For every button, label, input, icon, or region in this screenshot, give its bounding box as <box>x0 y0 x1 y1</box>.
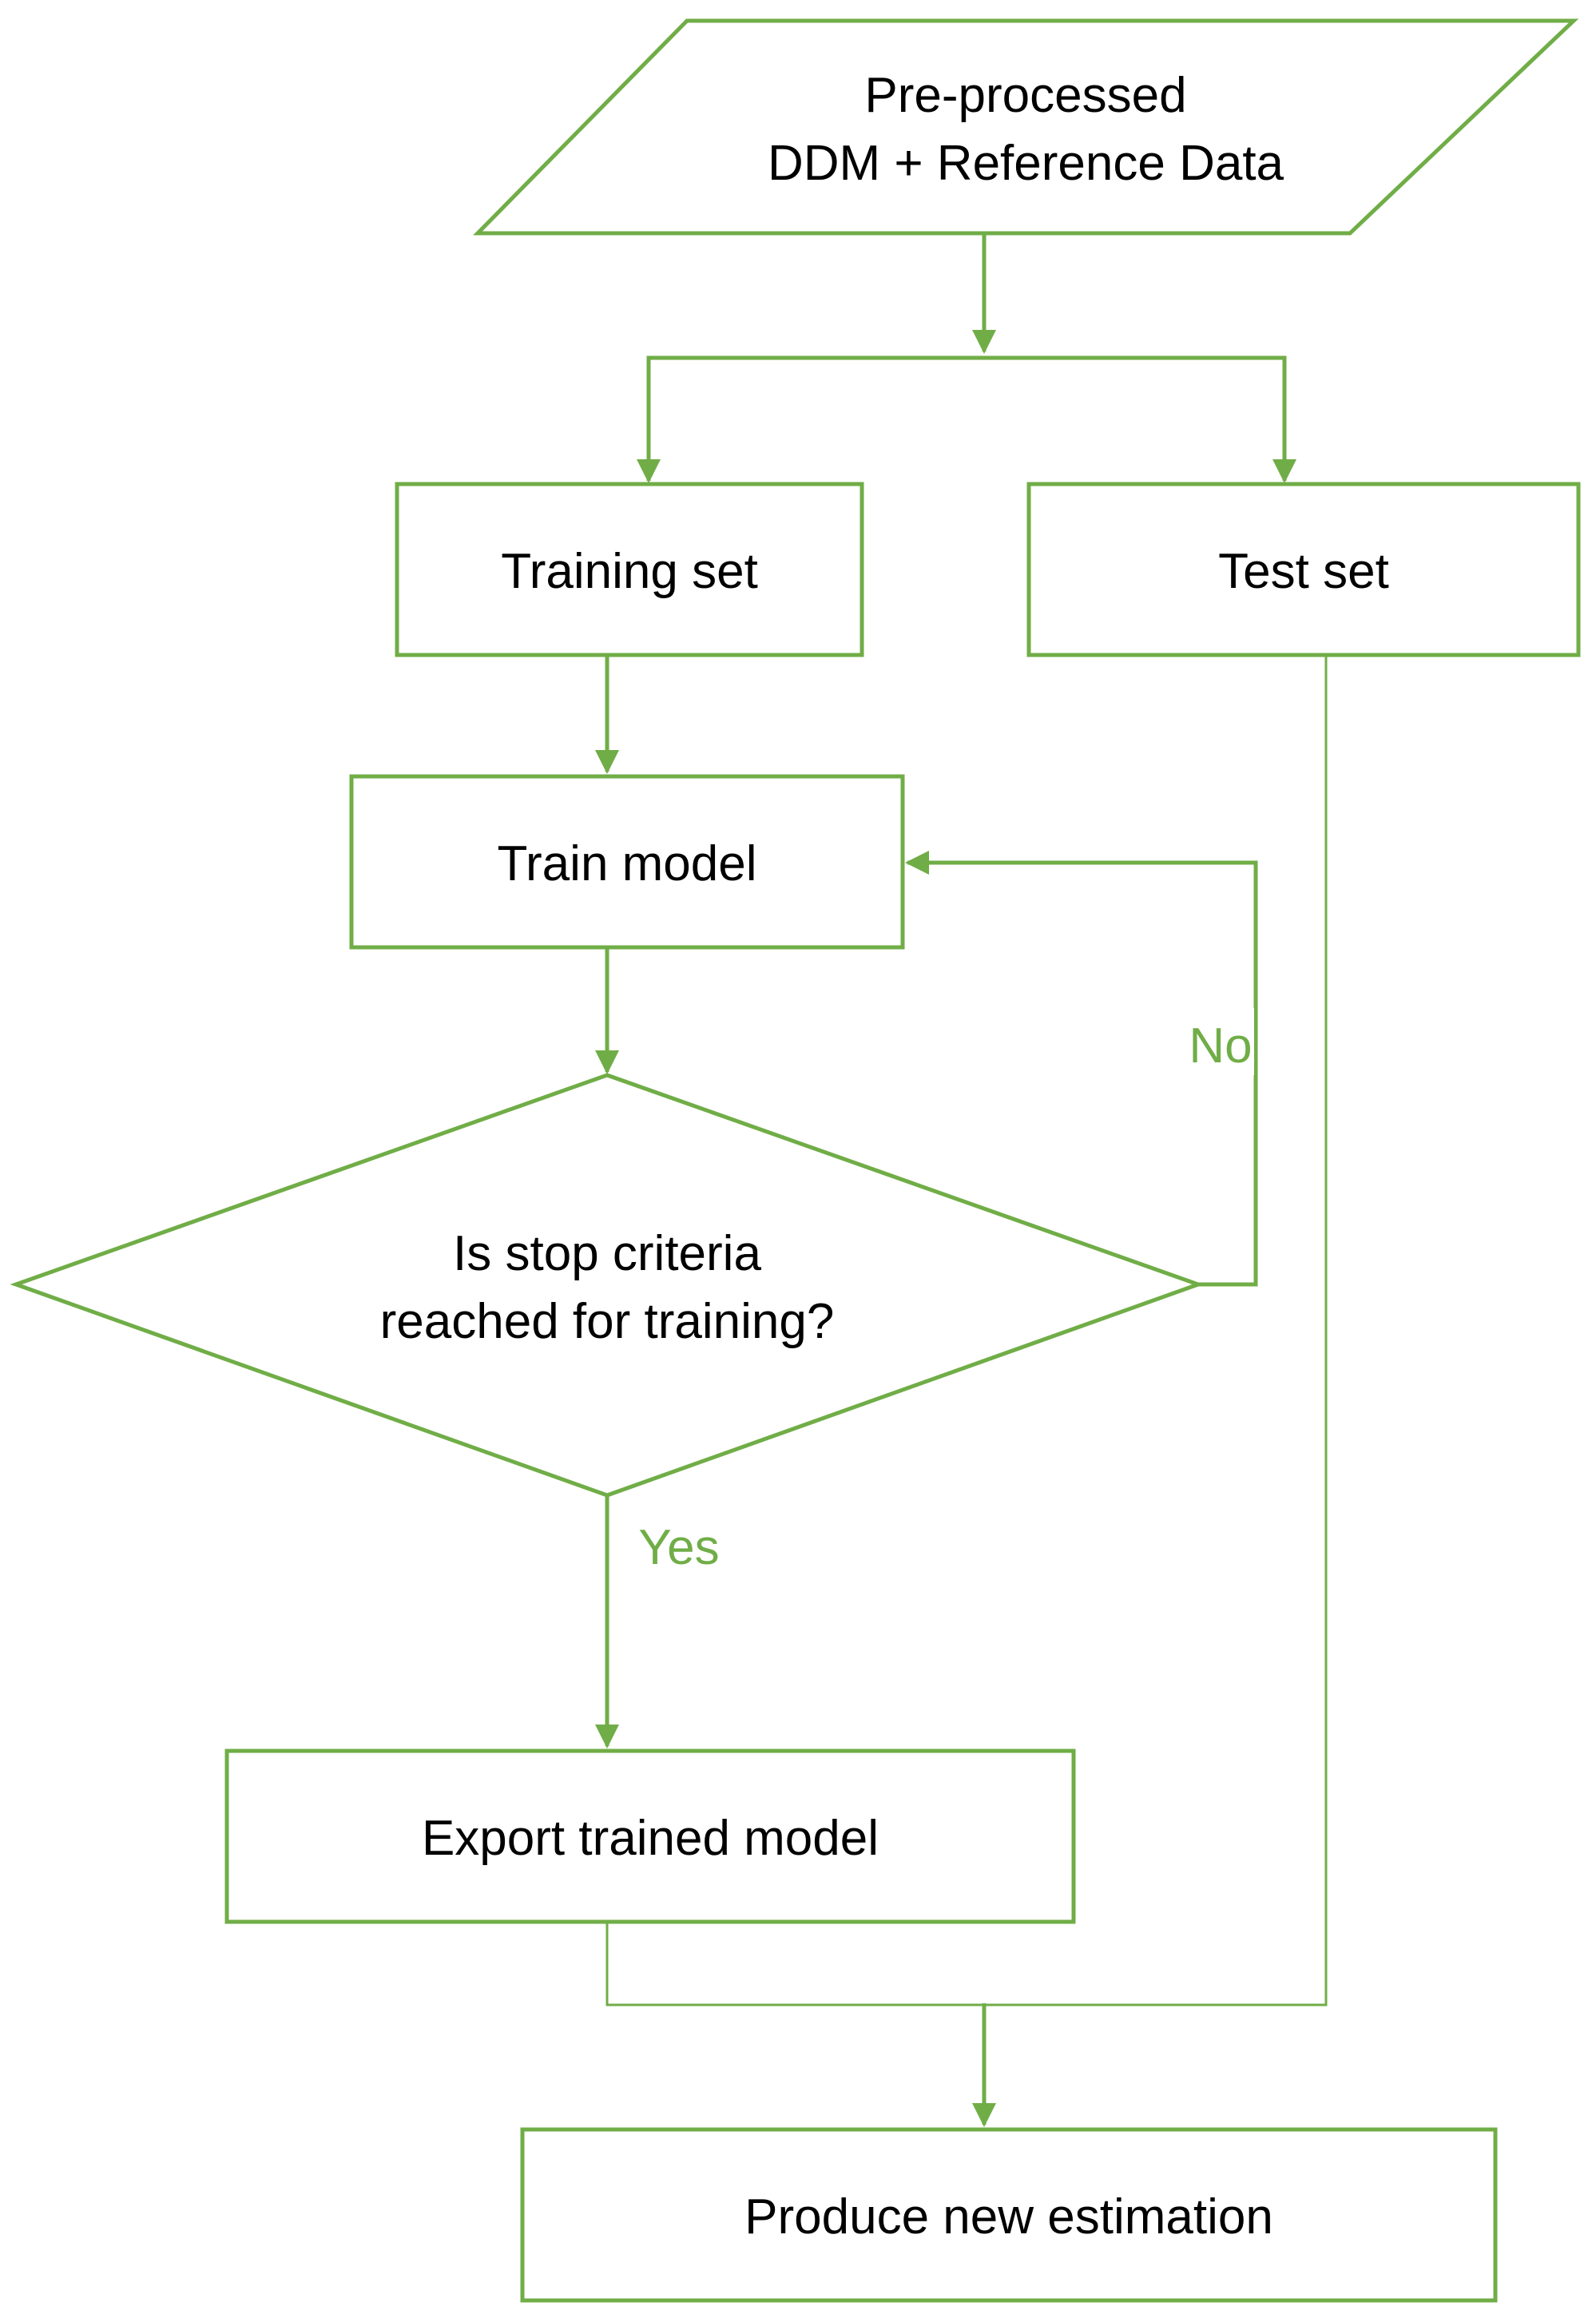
produce-estimation-label: Produce new estimation <box>744 2189 1273 2245</box>
test-to-merge-line <box>984 655 1328 2006</box>
stop-criteria-decision-node: Is stop criteria reached for training? <box>10 1073 1205 1498</box>
test-set-node: Test set <box>1026 482 1581 657</box>
training-set-label: Training set <box>501 544 758 599</box>
train-model-label: Train model <box>497 836 756 891</box>
input-label-line1: Pre-processed <box>864 68 1186 123</box>
input-data-node: Pre-processed DDM + Reference Data <box>473 18 1579 236</box>
test-set-label: Test set <box>1218 544 1389 599</box>
export-model-node: Export trained model <box>224 1748 1076 1924</box>
no-label-background <box>1184 1008 1254 1075</box>
decision-label-line2: reached for training? <box>380 1294 835 1349</box>
split-connector <box>637 233 1296 483</box>
export-model-label: Export trained model <box>422 1811 879 1866</box>
train-model-node: Train model <box>349 774 905 950</box>
no-label: No <box>1189 1018 1252 1074</box>
no-loop-arrow <box>905 851 1258 1287</box>
produce-estimation-node: Produce new estimation <box>520 2127 1498 2303</box>
decision-label-line1: Is stop criteria <box>453 1226 761 1281</box>
training-set-node: Training set <box>395 482 864 657</box>
export-to-merge-line <box>605 1922 984 2006</box>
yes-label: Yes <box>638 1520 719 1575</box>
split-branch-line <box>646 355 1287 479</box>
input-label-line2: DDM + Reference Data <box>768 136 1284 191</box>
